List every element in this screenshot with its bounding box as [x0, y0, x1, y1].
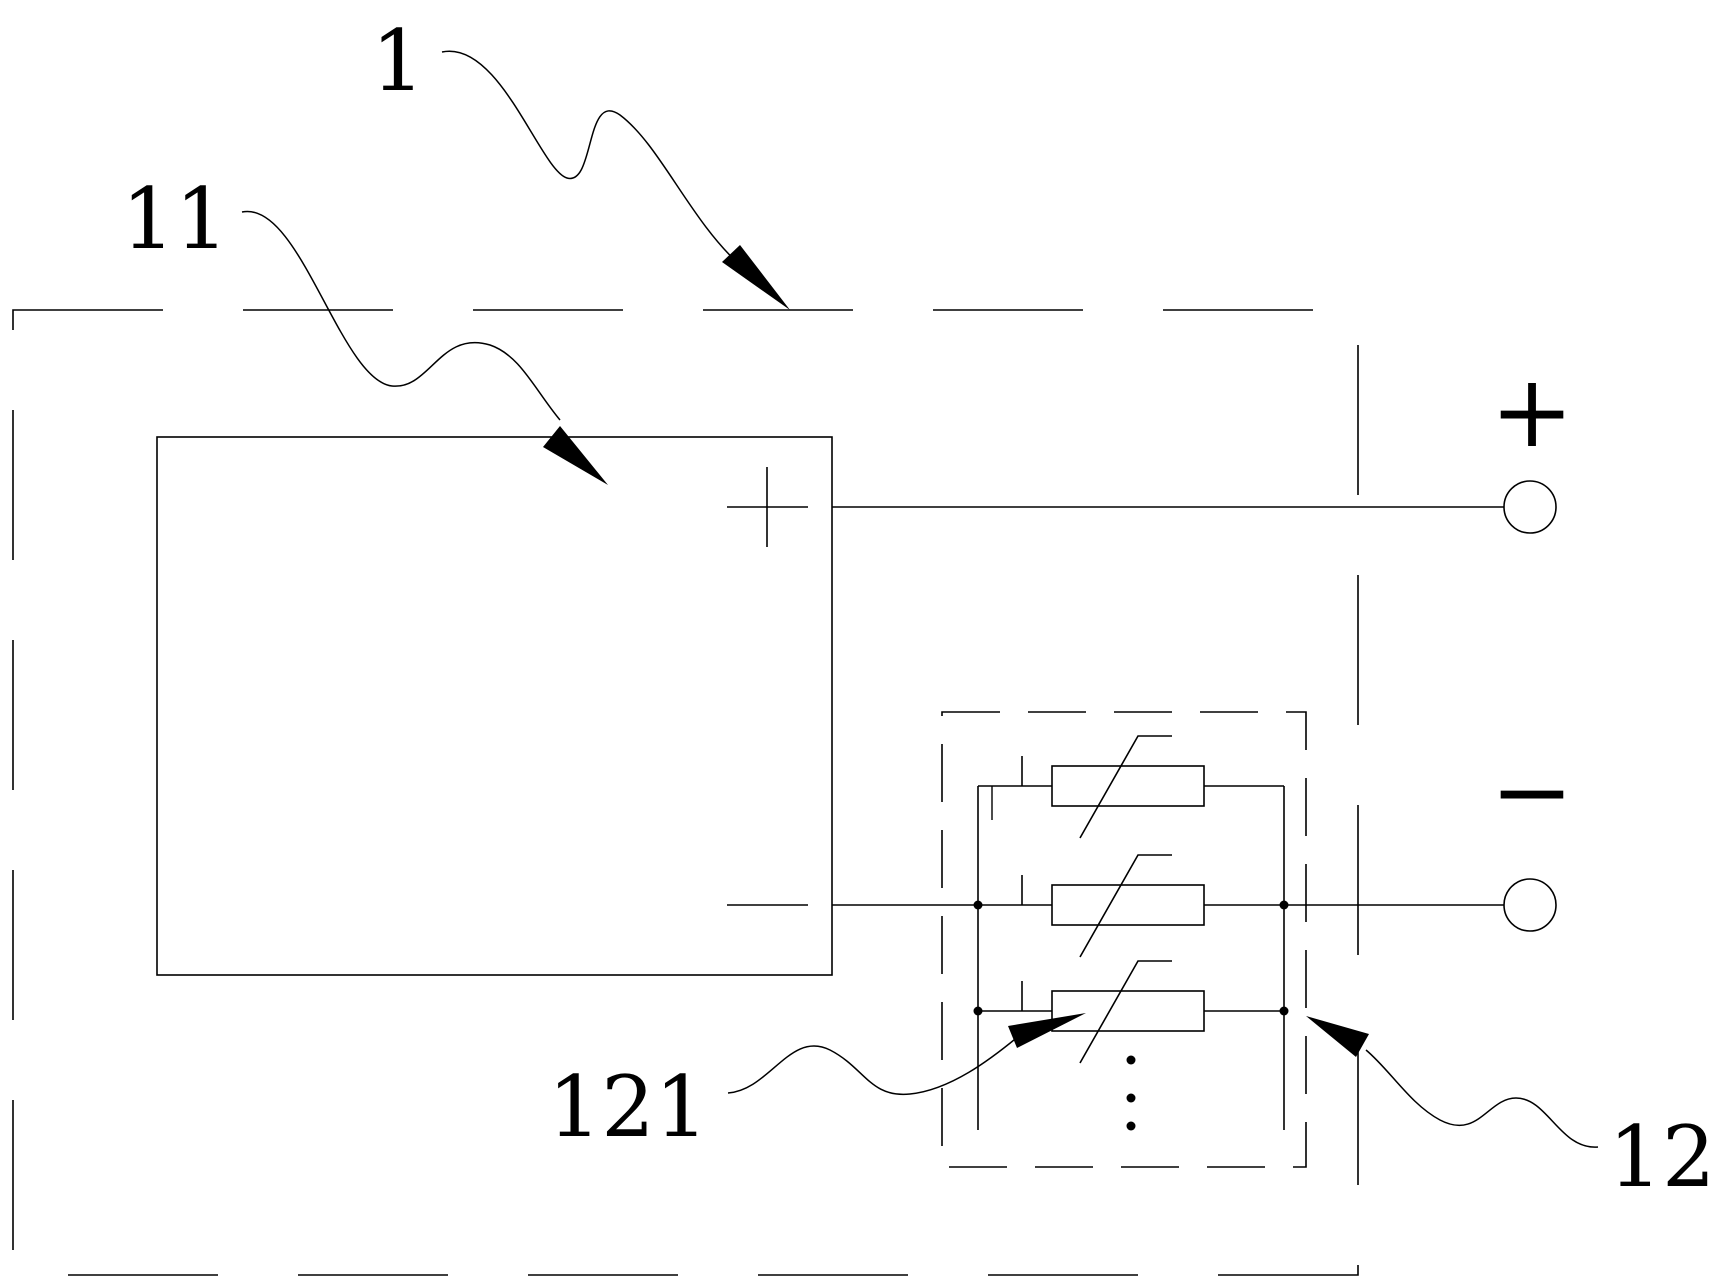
- variable-resistor: [978, 960, 1284, 1064]
- leader-cell: [241, 210, 561, 421]
- label-resistor-network: 12: [1609, 1108, 1714, 1206]
- junction-dots: [973, 900, 1289, 1016]
- leader-resistor: [727, 1034, 1021, 1096]
- variable-resistor: [978, 854, 1284, 958]
- negative-terminal-symbol: −: [1490, 733, 1574, 850]
- label-cell: 11: [122, 170, 229, 268]
- positive-terminal: [1503, 480, 1557, 534]
- resistor-body: [1051, 765, 1205, 807]
- cell-positive-mark: [727, 467, 808, 547]
- resistor-body: [1051, 990, 1205, 1032]
- leader-network: [1365, 1049, 1599, 1148]
- resistor-group: [978, 735, 1284, 1064]
- resistor-variable-arrow: [1079, 735, 1172, 839]
- leader-assembly: [441, 50, 741, 266]
- arrow-cell: [543, 426, 608, 485]
- resistor-variable-arrow: [1079, 854, 1172, 958]
- negative-terminal: [1503, 878, 1557, 932]
- more-resistors-ellipsis: [1126, 1055, 1136, 1131]
- label-assembly: 1: [371, 12, 424, 110]
- resistor-body: [1051, 884, 1205, 926]
- resistor-variable-arrow: [1079, 960, 1172, 1064]
- cell-box: [156, 436, 833, 976]
- resistor-network-boundary: [941, 711, 1307, 1168]
- variable-resistor: [978, 735, 1284, 839]
- positive-terminal-symbol: +: [1490, 353, 1574, 470]
- arrow-assembly: [722, 245, 790, 310]
- label-resistor: 121: [548, 1058, 708, 1156]
- arrow-network: [1306, 1016, 1369, 1057]
- arrow-resistor: [1008, 1013, 1086, 1048]
